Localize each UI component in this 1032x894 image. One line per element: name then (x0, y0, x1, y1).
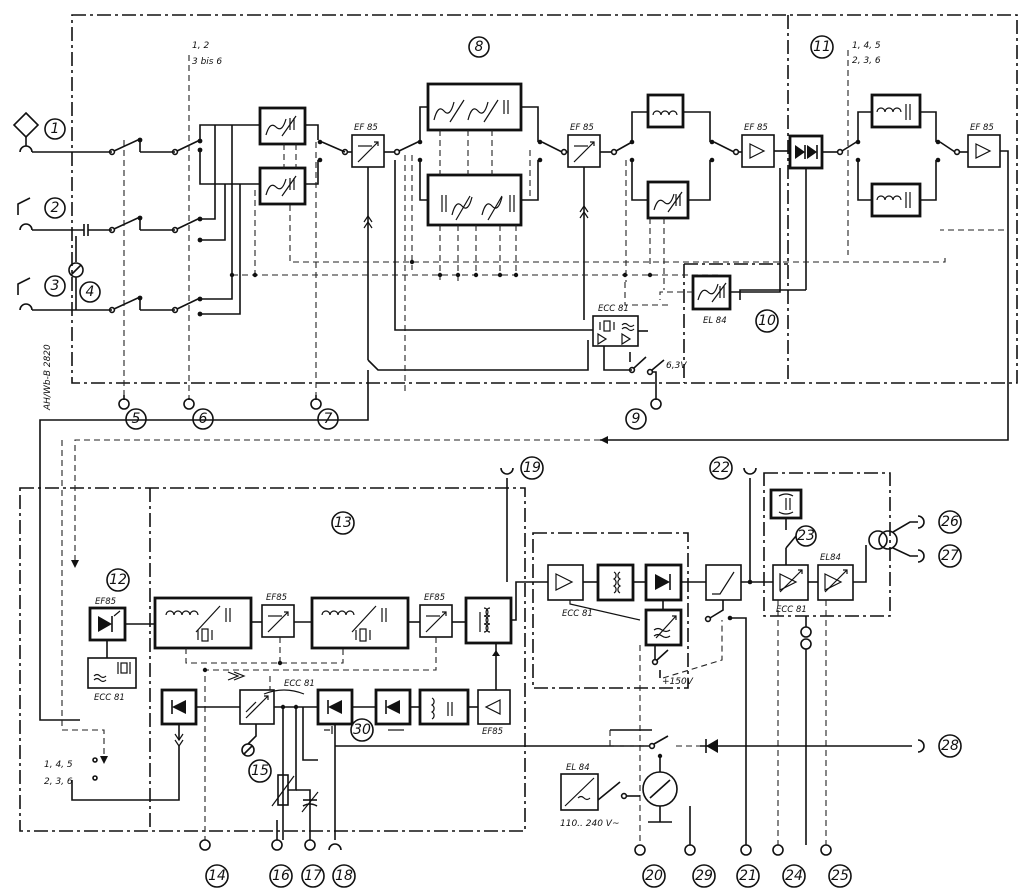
callout-9: 9 (632, 411, 641, 427)
tube-ef85-d: EF 85 (970, 123, 994, 133)
callout-27: 27 (941, 548, 959, 564)
if-buffer (477, 689, 511, 725)
callout-18: 18 (335, 868, 353, 884)
callout-19: 19 (523, 460, 541, 476)
note-sw-left-2: 2, 3, 6 (44, 777, 73, 787)
antenna-1-icon (12, 111, 40, 139)
tube-ecc81-13: ECC 81 (284, 679, 315, 689)
callout-6: 6 (199, 411, 208, 427)
if-output-transformer (464, 596, 513, 645)
tube-ef85-12: EF85 (95, 597, 116, 607)
if-tank (418, 688, 470, 726)
tube-el84-right: EL84 (820, 553, 841, 563)
if-amp-4 (419, 604, 453, 638)
callout-11: 11 (813, 39, 831, 55)
callout-28: 28 (941, 738, 959, 754)
chassis-outlines (19, 14, 1018, 832)
af-unit-outline (763, 472, 891, 617)
labels: 1, 2 3 bis 6 1, 4, 5 2, 3, 6 1, 4, 5 2, … (43, 41, 994, 829)
if-unit-outline (19, 487, 526, 832)
callout-23: 23 (797, 528, 815, 544)
af-preamp (772, 564, 809, 601)
callout-21: 21 (739, 868, 757, 884)
if-amp-1 (741, 134, 775, 168)
callout-29: 29 (695, 868, 713, 884)
callout-2: 2 (51, 200, 60, 216)
tube-ef85-13b: EF85 (424, 593, 445, 603)
switch-bank-2 (171, 55, 260, 398)
antenna-2-icon (17, 197, 31, 215)
rf-amp-2 (567, 134, 601, 168)
if-osc-tube (87, 657, 137, 689)
switch-bank-1 (108, 137, 175, 395)
input-filter-1 (258, 106, 307, 146)
bandpass-filter-2 (426, 173, 523, 227)
demod-wiring (547, 467, 925, 856)
note-sw-right-1: 1, 4, 5 (852, 41, 881, 51)
note-sw-top-2: 3 bis 6 (192, 57, 222, 67)
tube-ef85-b: EF 85 (570, 123, 594, 133)
if-filter-1 (153, 596, 253, 650)
deemphasis (705, 564, 742, 601)
callouts: 1 2 3 4 5 6 7 8 9 10 11 12 13 14 15 16 1… (44, 35, 962, 888)
note-sw-left-1: 1, 4, 5 (44, 760, 73, 770)
tube-ecc81-mid: ECC 81 (562, 609, 593, 619)
callout-16: 16 (272, 868, 290, 884)
callout-12: 12 (109, 572, 127, 588)
ratio-filter-2 (870, 182, 922, 218)
tube-ef85-c: EF 85 (744, 123, 768, 133)
tube-el84-bottom: EL 84 (566, 763, 590, 773)
callout-4: 4 (86, 284, 95, 300)
callout-20: 20 (645, 868, 663, 884)
callout-5: 5 (132, 411, 141, 427)
socket-1-icon (19, 145, 33, 153)
tube-ef85-a: EF 85 (354, 123, 378, 133)
callout-22: 22 (712, 460, 730, 476)
tube-ef85-13c: EF85 (482, 727, 503, 737)
callout-24: 24 (785, 868, 803, 884)
af-power-amp (817, 564, 854, 601)
rf-wiring (12, 50, 1009, 721)
callout-7: 7 (324, 411, 333, 427)
mixer-resonator-2 (646, 180, 690, 220)
callout-10: 10 (758, 313, 776, 329)
input-filter-2 (258, 166, 307, 206)
tube-ef85-13a: EF85 (266, 593, 287, 603)
tube-el84-top: EL 84 (703, 316, 727, 326)
reference-code: AH/Wb-B 2820 (43, 344, 53, 411)
callout-25: 25 (831, 868, 849, 884)
callout-1: 1 (51, 121, 60, 137)
callout-30: 30 (353, 722, 371, 738)
antenna-3-icon (17, 277, 31, 295)
tube-ecc81-right: ECC 81 (776, 605, 807, 615)
note-sw-top-1: 1, 2 (192, 41, 209, 51)
callout-17: 17 (304, 868, 322, 884)
callout-8: 8 (475, 39, 484, 55)
bandpass-filter-1 (426, 82, 523, 132)
tube-ecc81-top: ECC 81 (598, 304, 629, 314)
note-mains: 110.. 240 V~ (560, 819, 620, 829)
tuning-eye (644, 608, 683, 647)
ratio-filter-1 (870, 93, 922, 129)
callout-13: 13 (334, 515, 352, 531)
if-amp-3 (261, 604, 295, 638)
if-amp-2 (967, 134, 1001, 168)
demod-amp (547, 564, 584, 601)
note-sw-right-2: 2, 3, 6 (852, 56, 881, 66)
callout-15: 15 (251, 763, 269, 779)
note-6v3: 6,3V (666, 361, 687, 371)
if-wiring (61, 440, 650, 851)
callout-3: 3 (51, 278, 60, 294)
demod-unit-outline (532, 532, 689, 689)
note-150v: +150V (662, 677, 694, 687)
rf-unit-outline (71, 14, 1018, 384)
rf-amp-1 (351, 134, 385, 168)
callout-26: 26 (941, 514, 959, 530)
tube-ecc81-12: ECC 81 (94, 693, 125, 703)
callout-14: 14 (208, 868, 226, 884)
